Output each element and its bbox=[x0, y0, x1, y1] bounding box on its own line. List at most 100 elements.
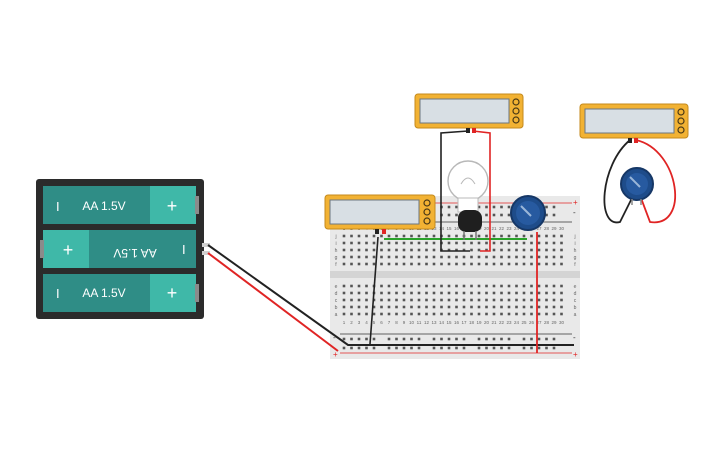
multimeter-top-center-port-a[interactable] bbox=[512, 98, 520, 106]
terminal-hole[interactable] bbox=[500, 305, 503, 309]
rail-hole[interactable] bbox=[432, 337, 436, 341]
terminal-hole[interactable] bbox=[477, 241, 481, 245]
rail-hole[interactable] bbox=[552, 205, 556, 209]
multimeter-top-right-lead-black[interactable] bbox=[628, 138, 632, 143]
wire-top-meter-black[interactable] bbox=[440, 130, 470, 252]
terminal-hole[interactable] bbox=[350, 255, 353, 259]
terminal-hole[interactable] bbox=[387, 234, 391, 238]
terminal-hole[interactable] bbox=[447, 305, 451, 309]
multimeter-board-left-lead-red[interactable] bbox=[382, 229, 386, 234]
terminal-hole[interactable] bbox=[560, 298, 563, 302]
terminal-hole[interactable] bbox=[462, 248, 466, 252]
rail-hole[interactable] bbox=[537, 346, 541, 350]
terminal-hole[interactable] bbox=[402, 298, 406, 302]
terminal-hole[interactable] bbox=[455, 248, 458, 252]
terminal-hole[interactable] bbox=[417, 312, 421, 316]
terminal-hole[interactable] bbox=[410, 248, 413, 252]
terminal-hole[interactable] bbox=[357, 298, 361, 302]
rail-hole[interactable] bbox=[492, 337, 496, 341]
rail-hole[interactable] bbox=[500, 337, 503, 341]
multimeter-top-right[interactable] bbox=[579, 103, 689, 143]
rail-hole[interactable] bbox=[477, 205, 481, 209]
terminal-hole[interactable] bbox=[410, 284, 413, 288]
rail-hole[interactable] bbox=[545, 346, 548, 350]
battery-cell-3[interactable]: I AA 1.5V + bbox=[43, 274, 199, 312]
multimeter-board-left-port-com[interactable] bbox=[423, 217, 431, 225]
rail-hole[interactable] bbox=[365, 337, 368, 341]
terminal-hole[interactable] bbox=[552, 262, 556, 266]
rail-hole[interactable] bbox=[507, 346, 511, 350]
rail-hole[interactable] bbox=[402, 346, 406, 350]
terminal-hole[interactable] bbox=[492, 284, 496, 288]
terminal-hole[interactable] bbox=[440, 291, 443, 295]
battery-pack[interactable]: I AA 1.5V + + AA 1.5V I I AA 1.5V + bbox=[36, 179, 210, 319]
terminal-hole[interactable] bbox=[342, 255, 346, 259]
terminal-hole[interactable] bbox=[402, 305, 406, 309]
terminal-hole[interactable] bbox=[485, 312, 488, 316]
terminal-hole[interactable] bbox=[350, 248, 353, 252]
terminal-hole[interactable] bbox=[387, 241, 391, 245]
terminal-hole[interactable] bbox=[515, 248, 518, 252]
terminal-hole[interactable] bbox=[477, 305, 481, 309]
terminal-hole[interactable] bbox=[342, 262, 346, 266]
terminal-hole[interactable] bbox=[447, 255, 451, 259]
terminal-hole[interactable] bbox=[395, 298, 398, 302]
terminal-hole[interactable] bbox=[455, 262, 458, 266]
terminal-hole[interactable] bbox=[537, 234, 541, 238]
terminal-hole[interactable] bbox=[530, 291, 533, 295]
terminal-hole[interactable] bbox=[432, 312, 436, 316]
rail-hole[interactable] bbox=[545, 213, 548, 217]
battery-cell-1[interactable]: I AA 1.5V + bbox=[43, 186, 199, 224]
terminal-hole[interactable] bbox=[365, 255, 368, 259]
terminal-hole[interactable] bbox=[395, 291, 398, 295]
terminal-hole[interactable] bbox=[410, 241, 413, 245]
terminal-hole[interactable] bbox=[500, 255, 503, 259]
rail-hole[interactable] bbox=[410, 346, 413, 350]
terminal-hole[interactable] bbox=[522, 312, 526, 316]
terminal-hole[interactable] bbox=[530, 234, 533, 238]
rail-hole[interactable] bbox=[365, 346, 368, 350]
terminal-hole[interactable] bbox=[447, 312, 451, 316]
terminal-hole[interactable] bbox=[507, 234, 511, 238]
terminal-hole[interactable] bbox=[552, 312, 556, 316]
terminal-hole[interactable] bbox=[545, 305, 548, 309]
terminal-hole[interactable] bbox=[485, 241, 488, 245]
terminal-hole[interactable] bbox=[492, 262, 496, 266]
terminal-hole[interactable] bbox=[425, 312, 428, 316]
terminal-hole[interactable] bbox=[560, 255, 563, 259]
multimeter-top-center-lead-black[interactable] bbox=[466, 128, 470, 133]
terminal-hole[interactable] bbox=[537, 305, 541, 309]
terminal-hole[interactable] bbox=[357, 234, 361, 238]
terminal-hole[interactable] bbox=[372, 262, 376, 266]
terminal-hole[interactable] bbox=[560, 241, 563, 245]
terminal-hole[interactable] bbox=[485, 255, 488, 259]
terminal-hole[interactable] bbox=[507, 255, 511, 259]
terminal-hole[interactable] bbox=[417, 284, 421, 288]
terminal-hole[interactable] bbox=[462, 255, 466, 259]
multimeter-top-right-port-v[interactable] bbox=[677, 117, 685, 125]
rail-hole[interactable] bbox=[500, 213, 503, 217]
terminal-hole[interactable] bbox=[447, 262, 451, 266]
rail-hole[interactable] bbox=[387, 337, 391, 341]
rail-hole[interactable] bbox=[522, 346, 526, 350]
rail-hole[interactable] bbox=[552, 346, 556, 350]
rail-hole[interactable] bbox=[477, 337, 481, 341]
rail-hole[interactable] bbox=[455, 346, 458, 350]
rail-hole[interactable] bbox=[545, 337, 548, 341]
terminal-hole[interactable] bbox=[530, 312, 533, 316]
terminal-hole[interactable] bbox=[387, 312, 391, 316]
terminal-hole[interactable] bbox=[507, 262, 511, 266]
terminal-hole[interactable] bbox=[545, 284, 548, 288]
terminal-hole[interactable] bbox=[522, 298, 526, 302]
terminal-hole[interactable] bbox=[380, 248, 383, 252]
terminal-hole[interactable] bbox=[545, 291, 548, 295]
terminal-hole[interactable] bbox=[477, 298, 481, 302]
terminal-hole[interactable] bbox=[372, 255, 376, 259]
terminal-hole[interactable] bbox=[365, 248, 368, 252]
terminal-hole[interactable] bbox=[485, 262, 488, 266]
rail-hole[interactable] bbox=[492, 205, 496, 209]
terminal-hole[interactable] bbox=[477, 255, 481, 259]
terminal-hole[interactable] bbox=[515, 305, 518, 309]
terminal-hole[interactable] bbox=[470, 305, 473, 309]
rail-hole[interactable] bbox=[485, 205, 488, 209]
